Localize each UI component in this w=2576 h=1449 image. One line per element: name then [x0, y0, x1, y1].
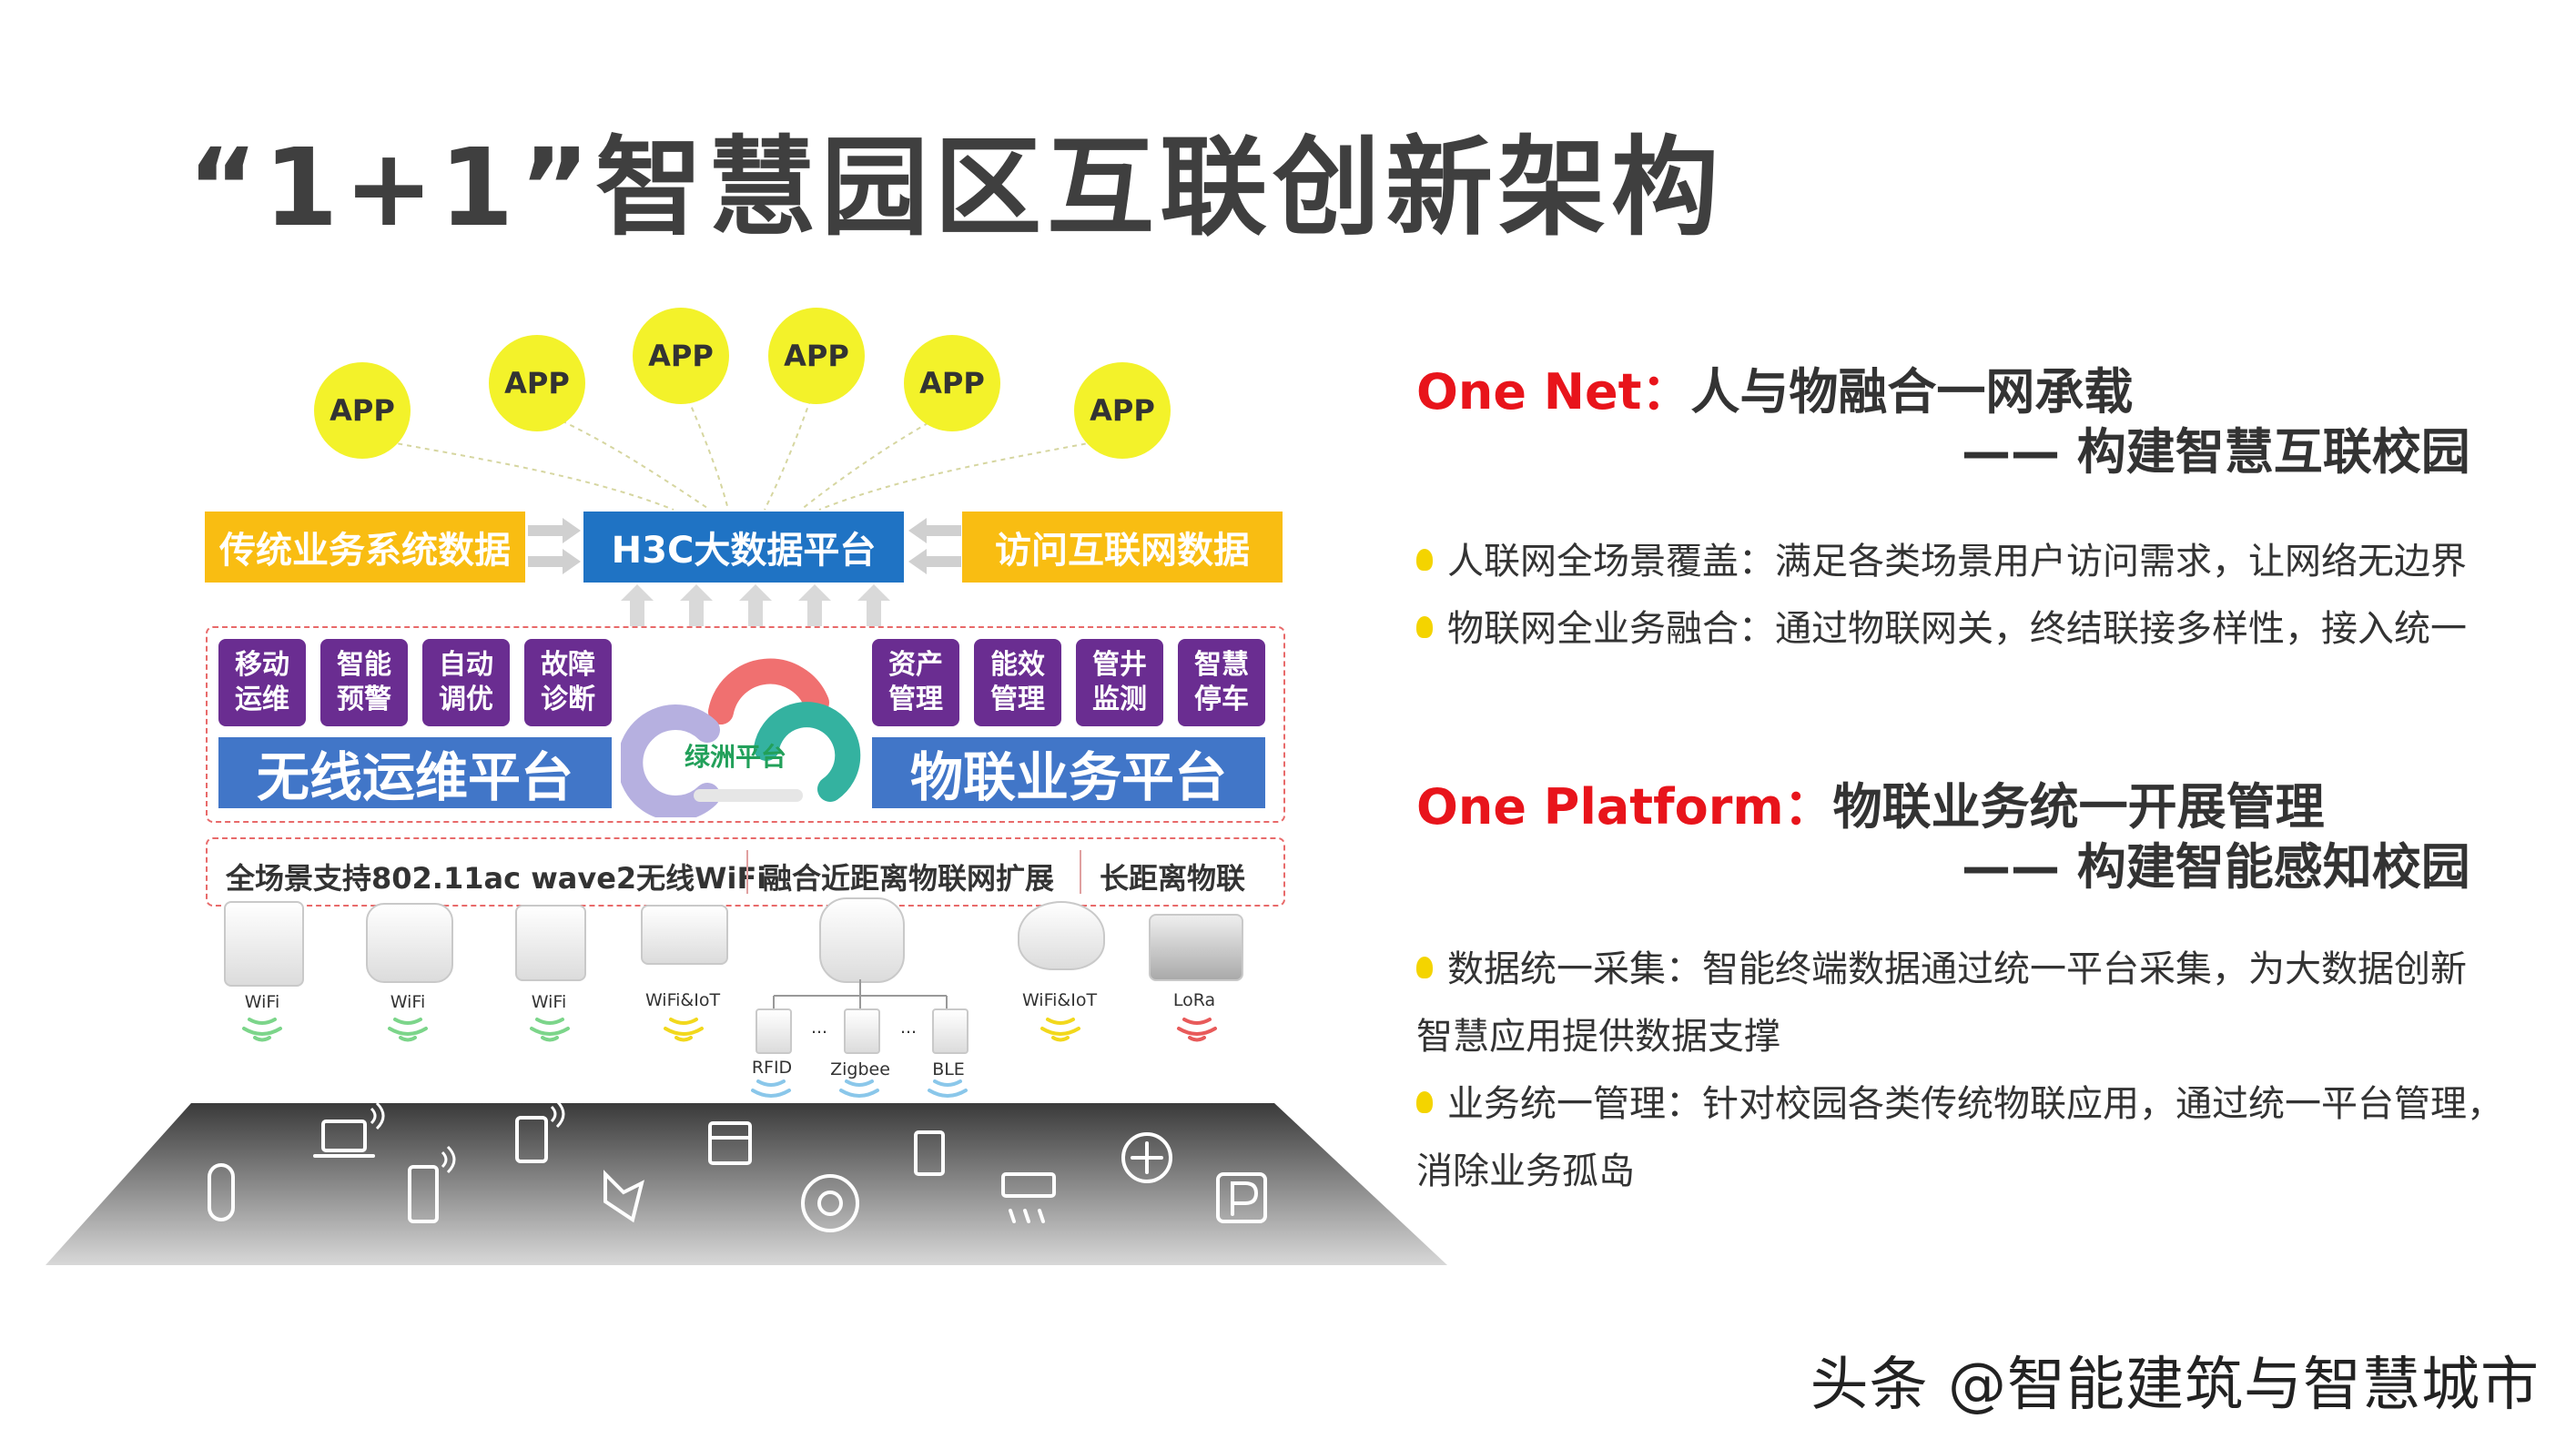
tile-pipe-monitor: 管井监测: [1076, 639, 1163, 726]
card-icon: [603, 1170, 644, 1223]
one-net-desc: 人与物融合一网承载: [1690, 363, 2134, 421]
app-bubble: APP: [1074, 362, 1171, 459]
one-platform-desc: 物联业务统一开展管理: [1832, 778, 2325, 836]
traditional-data-box: 传统业务系统数据: [205, 512, 525, 583]
iot-business-platform: 物联业务平台: [872, 737, 1265, 808]
device-label: WiFi: [244, 992, 280, 1012]
app-bubble: APP: [314, 362, 411, 459]
device-label: WiFi&IoT: [1021, 990, 1098, 1010]
laptop-icon: [321, 1120, 367, 1152]
device-label: LoRa: [1172, 990, 1216, 1010]
arrow-right-icon: [528, 518, 581, 574]
bulb-icon: [1416, 616, 1433, 638]
support-wifi-text: 全场景支持802.11ac wave2无线WiFi: [226, 861, 767, 896]
lora-gateway-icon: [1149, 914, 1243, 981]
platform-bullet-1: 数据统一采集：智能终端数据通过统一平台采集，为大数据创新: [1416, 939, 2467, 992]
one-platform-heading: One Platform：物联业务统一开展管理: [1416, 766, 2325, 838]
cloud-label: 绿洲平台: [685, 742, 787, 772]
sensor-label: BLE: [932, 1059, 965, 1079]
platform-bullet-2: 业务统一管理：针对校园各类传统物联应用，通过统一平台管理，: [1416, 1074, 2503, 1127]
rfid-sensor-icon: [756, 1008, 792, 1054]
divider: [746, 850, 748, 894]
platform-bullet-1-cont: 智慧应用提供数据支撑: [1416, 1016, 1780, 1058]
one-net-title: One Net：: [1416, 363, 1691, 421]
ap-device-icon: [224, 901, 304, 987]
tile-auto-tune: 自动调优: [422, 639, 510, 726]
one-platform-sub: —— 构建智能感知校园: [1962, 838, 2470, 896]
bulb-icon: [1416, 1091, 1433, 1113]
lock-icon: [914, 1130, 945, 1176]
platform-frame: [206, 626, 1285, 823]
platform-bullet-2-cont: 消除业务孤岛: [1416, 1150, 1635, 1192]
tile-mobile-ops: 移动运维: [218, 639, 306, 726]
tile-energy-mgmt: 能效管理: [974, 639, 1061, 726]
sensor-label: RFID: [751, 1058, 793, 1078]
support-frame: [206, 837, 1285, 907]
one-net-sub: —— 构建智慧互联校园: [1962, 423, 2470, 481]
terminal-icons: [208, 1101, 1267, 1232]
camera-icon: [1121, 1132, 1172, 1183]
ac-icon: [1001, 1172, 1056, 1198]
support-far-text: 长距离物联: [1100, 861, 1246, 896]
tile-asset-mgmt: 资产管理: [872, 639, 959, 726]
one-platform-title: One Platform：: [1416, 778, 1833, 836]
tile-fault-diagnosis: 故障诊断: [524, 639, 612, 726]
tablet-icon: [515, 1116, 548, 1163]
stove-icon: [708, 1121, 752, 1165]
net-bullet-1: 人联网全场景覆盖：满足各类场景用户访问需求，让网络无边界: [1416, 532, 2467, 584]
bulb-icon: [1416, 957, 1433, 978]
terminal-floor: [46, 1103, 1447, 1265]
zigbee-sensor-icon: [844, 1008, 880, 1054]
ellipsis: ...: [899, 1018, 918, 1038]
sensor-label: Zigbee: [830, 1059, 890, 1079]
wireless-ops-platform: 无线运维平台: [218, 737, 612, 808]
oasis-cloud-icon: [621, 658, 861, 817]
arrow-left-icon: [908, 518, 961, 574]
app-bubble: APP: [489, 335, 585, 431]
tile-smart-alert: 智能预警: [320, 639, 408, 726]
app-bubble: APP: [633, 308, 729, 404]
outdoor-ap-device-icon: [1018, 901, 1105, 970]
ble-sensor-icon: [932, 1008, 969, 1054]
bulb-icon: [1416, 549, 1433, 571]
ellipsis: ...: [810, 1018, 828, 1038]
device-label: WiFi: [390, 992, 426, 1012]
device-label: WiFi&IoT: [644, 990, 721, 1010]
tile-smart-parking: 智慧停车: [1178, 639, 1265, 726]
ap-device-icon: [515, 905, 586, 981]
support-near-text: 融合近距离物联网扩展: [763, 861, 1055, 896]
divider: [1080, 850, 1081, 894]
page-title: “1+1”智慧园区互联创新架构: [187, 125, 1725, 250]
h3c-bigdata-platform-box: H3C大数据平台: [583, 512, 904, 583]
meter-icon: [801, 1174, 859, 1232]
net-bullet-2: 物联网全业务融合：通过物联网关，终结联接多样性，接入统一: [1416, 599, 2467, 652]
ap-device-icon: [366, 903, 453, 983]
switch-device-icon: [641, 905, 728, 965]
internet-data-box: 访问互联网数据: [962, 512, 1283, 583]
device-label: WiFi: [531, 992, 567, 1012]
app-bubble: APP: [768, 308, 865, 404]
phone-icon: [408, 1165, 439, 1223]
signal-waves: [242, 1018, 1217, 1098]
tag-icon: [208, 1163, 235, 1221]
watermark: 头条 @智能建筑与智慧城市: [1810, 1352, 2540, 1419]
up-arrows-icon: [621, 584, 890, 626]
parking-icon: [1216, 1172, 1267, 1223]
one-net-heading: One Net：人与物融合一网承载: [1416, 351, 2133, 423]
iot-ap-device-icon: [819, 897, 905, 983]
app-bubble: APP: [904, 335, 1000, 431]
